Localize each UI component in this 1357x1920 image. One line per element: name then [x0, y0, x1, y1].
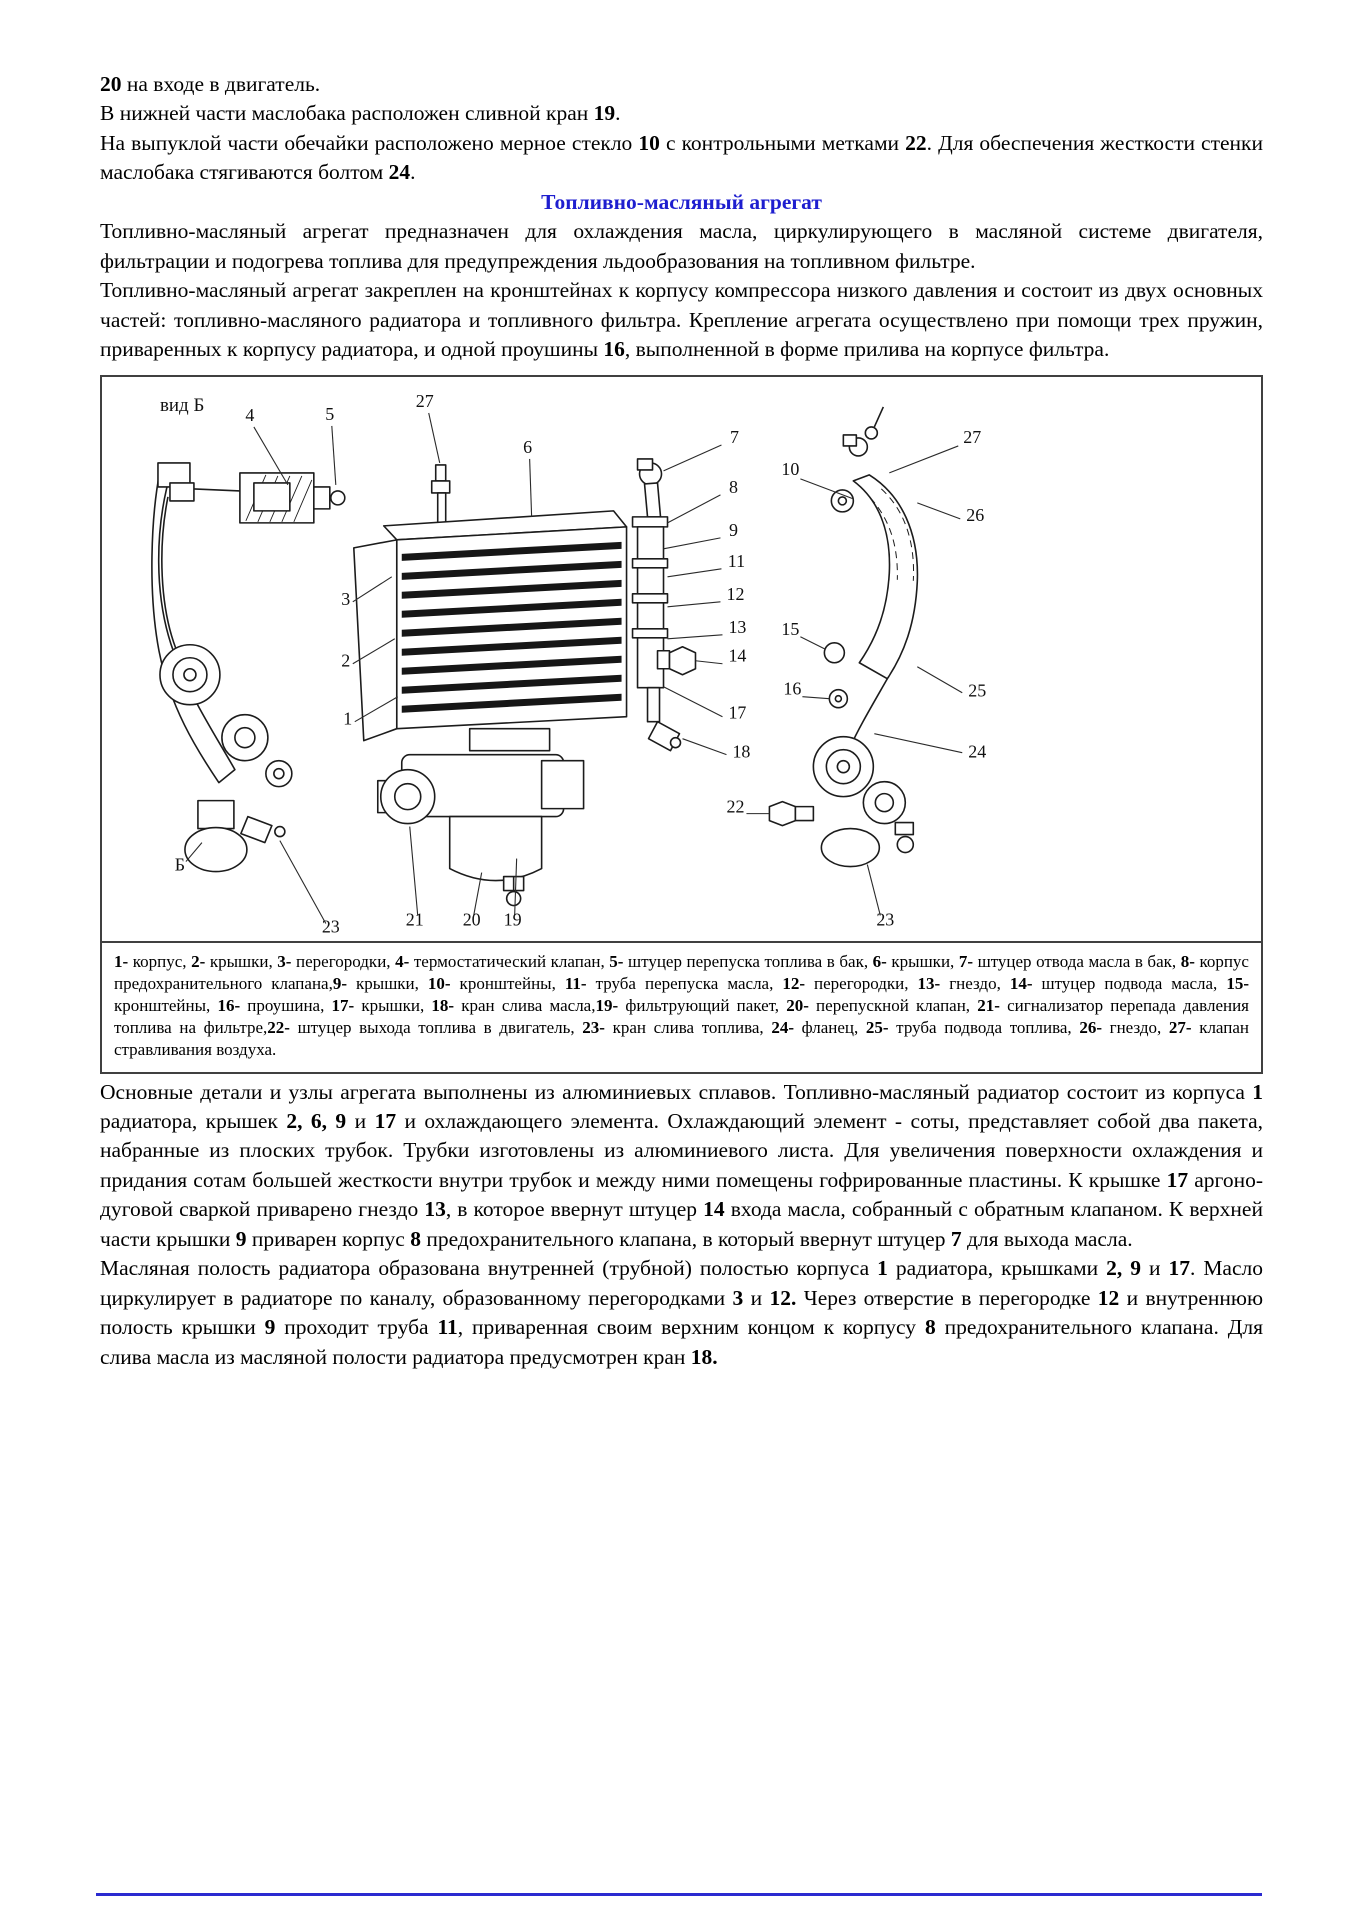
radiator-body — [352, 463, 628, 742]
figure-callout-1: 1 — [343, 708, 352, 728]
figure-callout-20: 20 — [463, 909, 481, 929]
figure-callout-4: 4 — [245, 404, 254, 424]
figure-callout-16: 16 — [783, 678, 801, 698]
figure-callout-17: 17 — [728, 702, 746, 722]
figure-callout-10: 10 — [781, 458, 799, 478]
thermostatic-valve-assembly — [239, 471, 346, 524]
figure-callout-21: 21 — [406, 909, 424, 929]
figure-callout-Б: Б — [175, 854, 185, 874]
figure-callout-15: 15 — [781, 618, 799, 638]
figure-callout-27: 27 — [963, 426, 981, 446]
intro-paragraph-3: На выпуклой части обечайки расположено м… — [100, 130, 1263, 185]
purpose-paragraph: Топливно-масляный агрегат предназначен д… — [100, 219, 1263, 273]
figure-callout-27: 27 — [416, 391, 434, 411]
figure-callout-19: 19 — [504, 909, 522, 929]
figure-view-label: вид Б — [160, 395, 204, 416]
figure-callout-7: 7 — [730, 426, 739, 446]
section-heading: Топливно-масляный агрегат — [541, 189, 822, 214]
body-paragraph-2: Масляная полость радиатора образована вн… — [100, 1256, 1264, 1369]
figure-callout-11: 11 — [728, 550, 745, 570]
figure-callout-12: 12 — [726, 583, 744, 603]
body-paragraph-1: Основные детали и узлы агрегата выполнен… — [100, 1079, 1264, 1251]
right-tube-assembly — [768, 406, 919, 867]
figure-callout-8: 8 — [729, 476, 738, 496]
figure-legend: 1- корпус, 2- крышки, 3- перегородки, 4-… — [102, 941, 1261, 1071]
figure-callout-14: 14 — [728, 645, 746, 665]
figure-callout-9: 9 — [729, 519, 738, 539]
figure-drawing-svg: вид Б 4527678911121314171832110272615162… — [102, 376, 1261, 942]
mounting-paragraph: Топливно-масляный агрегат закреплен на к… — [100, 278, 1263, 362]
figure-callout-2: 2 — [341, 650, 350, 670]
figure-callout-23: 23 — [876, 909, 894, 929]
intro-paragraph-1: 20 на входе в двигатель. — [100, 72, 321, 96]
figure-callout-24: 24 — [968, 741, 986, 761]
figure-callout-3: 3 — [341, 588, 350, 608]
figure-callout-18: 18 — [732, 741, 750, 761]
left-bracket-assembly — [151, 461, 293, 872]
figure-callout-13: 13 — [728, 616, 746, 636]
figure-callout-6: 6 — [523, 436, 532, 456]
document-content: 20 на входе в двигатель. В нижней части … — [100, 70, 1263, 1372]
fuel-filter-assembly — [376, 727, 585, 906]
oil-fittings-column — [631, 457, 697, 751]
figure-callout-5: 5 — [325, 403, 334, 423]
figure-callout-26: 26 — [966, 504, 984, 524]
figure-callout-23: 23 — [322, 916, 340, 936]
intro-paragraph-2: В нижней части маслобака расположен слив… — [100, 101, 621, 126]
footer-rule — [96, 1893, 1262, 1896]
figure-callout-25: 25 — [968, 680, 986, 700]
figure-callout-22: 22 — [726, 796, 744, 816]
engineering-drawing — [151, 406, 919, 906]
